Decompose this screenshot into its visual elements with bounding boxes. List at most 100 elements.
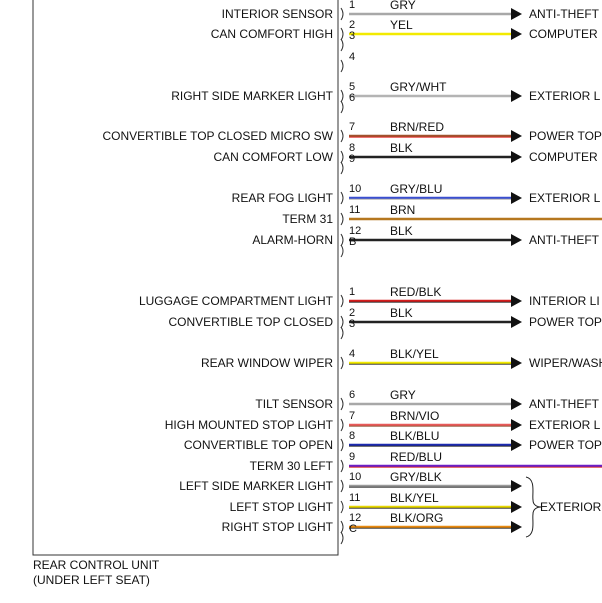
arrow-icon [511,130,522,142]
pin-number: 8 [349,430,355,442]
pin-number: 6 [349,389,355,401]
pin-number: C [349,523,357,535]
pin-mark [340,38,344,52]
arrow-icon [511,192,522,204]
arrow-icon [511,521,522,533]
pin-mark [340,520,344,534]
pin-mark [340,356,344,370]
pin-function-label: INTERIOR SENSOR [222,7,334,21]
wire-color-code: GRY [390,388,416,402]
pin-number: 3 [349,318,355,330]
wire-color-code: BLK/YEL [390,491,439,505]
wire-destination: POWER TOP [529,438,602,452]
pin-number: 11 [349,204,360,216]
wire-color-code: BRN/VIO [390,409,439,423]
wire-color-code: BRN [390,203,415,217]
pin-function-label: CONVERTIBLE TOP OPEN [184,438,333,452]
arrow-icon [511,419,522,431]
pin-function-label: CAN COMFORT HIGH [211,27,333,41]
pin-mark [340,27,344,41]
pin-mark [340,244,344,258]
wire-destination: ANTI-THEFT [529,233,600,247]
pin-number: 7 [349,410,355,422]
control-unit-box [32,0,339,556]
wire-destination: COMPUTER [529,27,598,41]
wire-destination: EXTERIOR L [529,89,601,103]
wire-color-code: BLK [390,306,413,320]
pin-number: 4 [349,51,355,63]
wire-destination: COMPUTER [529,150,598,164]
pin-mark [340,150,344,164]
pin-function-label: RIGHT STOP LIGHT [222,520,334,534]
pin-mark [340,89,344,103]
arrow-icon [511,316,522,328]
pin-mark [340,397,344,411]
pin-function-label: TERM 30 LEFT [250,459,334,473]
pin-mark [340,438,344,452]
pin-mark [340,161,344,175]
wire-color-code: BLK/BLU [390,429,439,443]
pin-mark [340,7,344,21]
pin-mark [340,500,344,514]
pin-function-label: CONVERTIBLE TOP CLOSED [168,315,333,329]
wire-destination: EXTERIOR L [529,418,601,432]
pin-mark [340,479,344,493]
arrow-icon [511,90,522,102]
arrow-icon [511,151,522,163]
pin-mark [340,59,344,73]
pin-number: 4 [349,348,355,360]
pin-mark [340,191,344,205]
arrow-icon [511,480,522,492]
wire-destination: WIPER/WASH [529,356,602,370]
wire-color-code: RED/BLU [390,450,442,464]
pin-function-label: LEFT STOP LIGHT [230,500,334,514]
pin-mark [340,294,344,308]
pin-mark [340,326,344,340]
pin-function-label: RIGHT SIDE MARKER LIGHT [171,89,333,103]
wire-color-code: BLK [390,224,413,238]
wire-color-code: GRY/BLU [390,182,442,196]
pin-number: 12 [349,225,361,237]
wire-color-code: BLK/ORG [390,511,443,525]
pin-function-label: REAR FOG LIGHT [232,191,334,205]
exterior-group-brace [525,476,542,538]
pin-function-label: ALARM-HORN [252,233,333,247]
pin-mark [340,233,344,247]
pin-number: 2 [349,19,355,31]
pin-function-label: CAN COMFORT LOW [213,150,333,164]
wire-color-code: BRN/RED [390,120,444,134]
pin-number: 2 [349,307,355,319]
exterior-group-label: EXTERIOR [540,500,602,514]
pin-number: 10 [349,183,361,195]
pin-mark [340,418,344,432]
wire-destination: ANTI-THEFT [529,7,600,21]
arrow-icon [511,234,522,246]
arrow-icon [511,398,522,410]
pin-number: 12 [349,512,361,524]
arrow-icon [511,439,522,451]
pin-number: 6 [349,92,355,104]
arrow-icon [511,501,522,513]
wire-color-code: BLK [390,141,413,155]
pin-function-label: HIGH MOUNTED STOP LIGHT [165,418,334,432]
pin-function-label: CONVERTIBLE TOP CLOSED MICRO SW [103,129,334,143]
unit-name-line1: REAR CONTROL UNIT [33,558,160,572]
pin-number: 11 [349,492,360,504]
pin-number: 5 [349,81,355,93]
pin-number: 10 [349,471,361,483]
wire-color-code: GRY [390,0,416,12]
pin-number: 3 [349,30,355,42]
pin-function-label: REAR WINDOW WIPER [201,356,333,370]
arrow-icon [511,8,522,20]
arrow-icon [511,28,522,40]
pin-mark [340,531,344,545]
arrow-icon [511,357,522,369]
wire-destination: INTERIOR LI [529,294,600,308]
wire-color-code: GRY/BLK [390,470,442,484]
pin-mark [340,315,344,329]
pin-function-label: TILT SENSOR [255,397,333,411]
wire-destination: POWER TOP [529,315,602,329]
wire-color-code: YEL [390,18,413,32]
pin-number: 1 [349,286,355,298]
